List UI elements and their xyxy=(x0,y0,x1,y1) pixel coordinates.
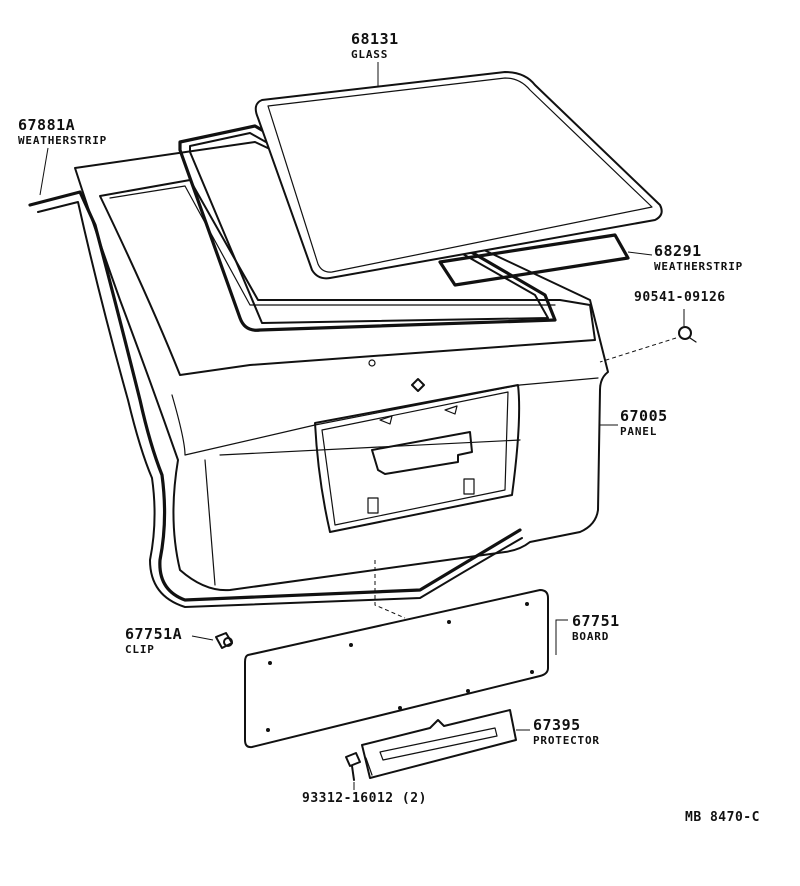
weatherstrip-door-part-number: 67881A xyxy=(18,116,76,134)
clip-part-name: CLIP xyxy=(125,643,155,656)
weatherstrip-glass-seal xyxy=(178,124,630,332)
screw-fastener xyxy=(345,752,361,781)
glass-part-number: 68131 xyxy=(351,30,399,48)
glass-part-name: GLASS xyxy=(351,48,389,61)
leader-weatherstrip-glass xyxy=(627,251,653,256)
weatherstrip-glass-part-number: 68291 xyxy=(654,242,702,260)
clip-part-number: 67751A xyxy=(125,625,183,643)
leader-weatherstrip-door xyxy=(39,147,49,196)
glass-pane xyxy=(254,71,663,280)
leader-clip xyxy=(191,635,214,641)
protector-plate xyxy=(361,709,517,779)
back-door-panel xyxy=(74,141,609,592)
weatherstrip-door-seal xyxy=(28,190,523,608)
screw-part-number: 93312-16012 (2) xyxy=(302,791,427,806)
panel-part-number: 67005 xyxy=(620,407,668,425)
leader-grommet-dashed xyxy=(599,337,677,363)
grommet-fastener xyxy=(678,326,697,343)
grommet-part-number: 90541-09126 xyxy=(634,290,726,305)
clip-fastener xyxy=(215,632,233,649)
protector-part-number: 67395 xyxy=(533,716,581,734)
dashed-alignment-board xyxy=(374,560,406,619)
diagram-reference-code: MB 8470-C xyxy=(685,810,760,825)
weatherstrip-door-part-name: WEATHERSTRIP xyxy=(18,134,108,147)
board-part-name: BOARD xyxy=(572,630,610,643)
board-trim xyxy=(244,589,549,749)
board-part-number: 67751 xyxy=(572,612,620,630)
protector-part-name: PROTECTOR xyxy=(533,734,600,747)
leader-board xyxy=(555,619,568,655)
weatherstrip-glass-part-name: WEATHERSTRIP xyxy=(654,260,744,273)
panel-part-name: PANEL xyxy=(620,425,658,438)
